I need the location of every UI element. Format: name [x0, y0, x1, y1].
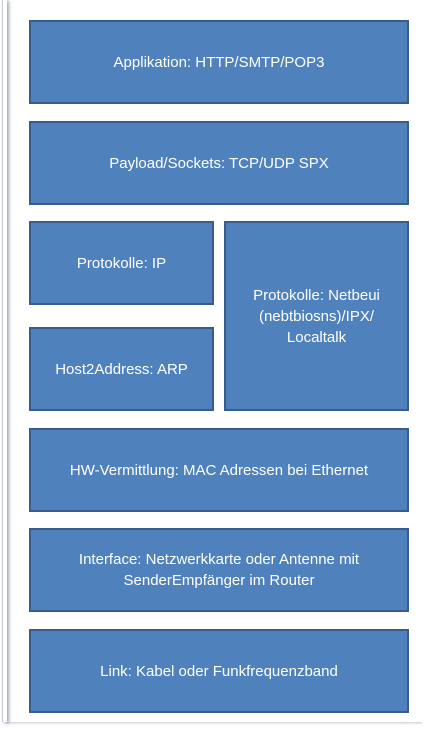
layer-hw-switching-box: HW-Vermittlung: MAC Adressen bei Etherne… — [29, 428, 409, 512]
layer-interface-box: Interface: Netzwerkkarte oder Antenne mi… — [29, 528, 409, 612]
layer-application-box: Applikation: HTTP/SMTP/POP3 — [29, 20, 409, 104]
layer-host2address-box: Host2Address: ARP — [29, 327, 214, 411]
layer-protocol-ip-box: Protokolle: IP — [29, 221, 214, 305]
bottom-shadow — [6, 722, 422, 725]
layer-link-box: Link: Kabel oder Funkfrequenzband — [29, 629, 409, 713]
layer-protocol-netbeui-box: Protokolle: Netbeui (nebtbiosns)/IPX/ Lo… — [224, 221, 409, 411]
layer-payload-box: Payload/Sockets: TCP/UDP SPX — [29, 121, 409, 205]
left-border-rule — [2, 0, 7, 722]
